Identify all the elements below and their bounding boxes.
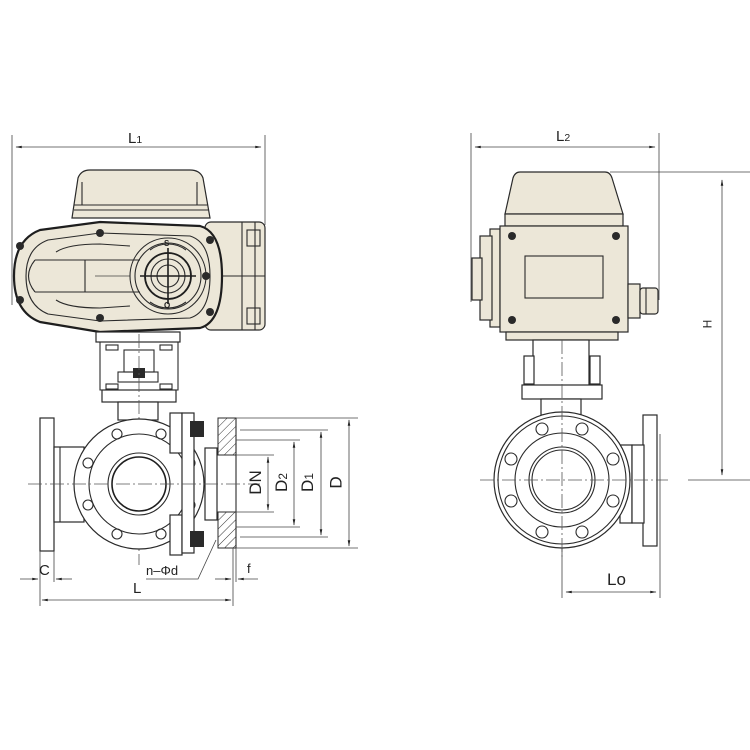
front-view <box>11 135 358 606</box>
label-dn: DN <box>245 470 265 495</box>
diameter-dimensions <box>236 417 358 549</box>
position-indicator <box>129 237 207 315</box>
label-f: f <box>247 561 251 576</box>
label-l: L <box>133 580 142 597</box>
label-lo: Lo <box>607 570 626 589</box>
right-flange-section <box>169 412 237 556</box>
bottom-dimensions <box>20 539 258 606</box>
label-bolt-holes: n–Φd <box>146 563 179 578</box>
indicator-label-shut: S <box>164 239 170 248</box>
dimension-l1 <box>11 135 266 305</box>
dimension-l2 <box>470 133 660 302</box>
dimension-h <box>610 171 750 481</box>
side-bracket <box>521 339 603 416</box>
label-l1: L1 <box>128 130 143 147</box>
side-main-flange <box>480 340 668 560</box>
side-cover-base <box>504 213 624 227</box>
actuator-main-housing <box>12 220 224 334</box>
label-c: C <box>39 562 50 579</box>
label-d: D <box>326 476 346 489</box>
side-view <box>470 133 750 598</box>
side-actuator-box <box>471 225 659 341</box>
label-d2: D2 <box>271 473 291 492</box>
side-top-cover <box>504 171 624 215</box>
dimension-lo <box>561 434 661 598</box>
label-h: H <box>700 319 715 329</box>
label-d1: D1 <box>297 473 317 492</box>
indicator-label-open: O <box>164 301 171 310</box>
label-l2: L2 <box>556 128 571 145</box>
actuator-top-cover <box>71 169 211 219</box>
